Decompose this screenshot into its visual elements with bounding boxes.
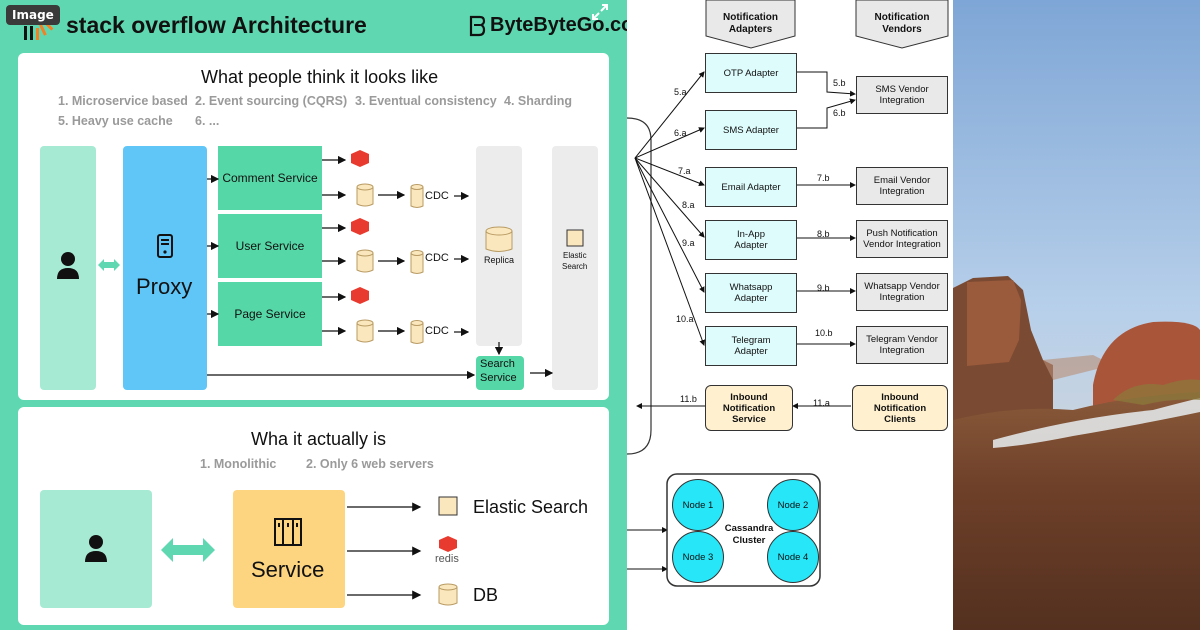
user-icon: [85, 535, 107, 562]
edge-label: 9.a: [682, 238, 695, 248]
edge-label: 7.b: [817, 173, 830, 183]
architecture-infographic: stack overflow Architecture ByteByteGo.c…: [0, 0, 627, 630]
cassandra-node: Node 2: [767, 479, 819, 531]
edge-label: 11.b: [680, 394, 697, 404]
cdc-label: CDC: [425, 190, 449, 202]
desert-landscape-image: [953, 0, 1200, 630]
edge-label: 11.a: [813, 398, 830, 408]
edge-label: 10.a: [676, 314, 694, 324]
actual-heading: Wha it actually is: [251, 429, 387, 449]
cdc-label: CDC: [425, 325, 449, 337]
actual-item: 1. Monolithic: [200, 457, 277, 471]
elastic-label: Search: [562, 262, 588, 271]
perceived-item: 6. ...: [195, 114, 220, 128]
edge-label: 9.b: [817, 283, 830, 293]
desert-photo: [953, 0, 1200, 630]
bytebytego-logo-icon: [469, 15, 486, 36]
service-label: Service: [251, 557, 325, 582]
redis-icon: [351, 150, 369, 304]
perceived-heading: What people think it looks like: [201, 67, 439, 87]
expand-icon[interactable]: [585, 0, 615, 24]
edge-label: 6.b: [833, 108, 846, 118]
page-service: Page Service: [218, 282, 322, 346]
cassandra-node: Node 4: [767, 531, 819, 583]
perceived-architecture-card: What people think it looks like 1. Micro…: [18, 53, 609, 400]
output-arrows: [347, 496, 458, 606]
search-service-block: [476, 356, 524, 390]
user-service: User Service: [218, 214, 322, 278]
otp-adapter: OTP Adapter: [705, 53, 797, 93]
cdc-label: CDC: [425, 252, 449, 264]
actual-architecture-card: Wha it actually is 1. Monolithic 2. Only…: [18, 407, 609, 625]
cassandra-node: Node 1: [672, 479, 724, 531]
edge-label: 8.a: [682, 200, 695, 210]
edge-label: 5.b: [833, 78, 846, 88]
server-icon: [157, 234, 173, 258]
replica-label: Replica: [484, 255, 515, 265]
server-rack-icon: [274, 518, 302, 546]
search-service-label: Service: [480, 372, 517, 384]
flow-arrows: [207, 150, 584, 380]
redis-label: redis: [435, 553, 459, 565]
bidirectional-arrow-icon: [98, 259, 120, 271]
bidirectional-arrow-icon: [161, 538, 215, 562]
perceived-item: 4. Sharding: [504, 94, 573, 108]
sms-adapter: SMS Adapter: [705, 110, 797, 150]
edge-label: 7.a: [678, 166, 691, 176]
perceived-item: 5. Heavy use cache: [58, 114, 173, 128]
actual-item: 2. Only 6 web servers: [306, 457, 434, 471]
edge-label: 10.b: [815, 328, 833, 338]
perceived-item: 3. Eventual consistency: [355, 94, 497, 108]
db-label: DB: [473, 585, 499, 605]
cassandra-node: Node 3: [672, 531, 724, 583]
comment-service: Comment Service: [218, 146, 322, 210]
perceived-item: 2. Event sourcing (CQRS): [195, 94, 348, 108]
perceived-item: 1. Microservice based: [58, 94, 188, 108]
user-icon: [57, 252, 79, 279]
proxy-block: [123, 146, 207, 390]
infographic-title: stack overflow Architecture: [66, 12, 367, 38]
edge-label: 8.b: [817, 229, 830, 239]
search-service-label: Search: [480, 358, 515, 370]
image-badge: Image: [6, 5, 60, 25]
proxy-label: Proxy: [136, 274, 193, 299]
edge-label: 6.a: [674, 128, 687, 138]
edge-label: 5.a: [674, 87, 687, 97]
monolith-service-block: [233, 490, 345, 608]
email-adapter: Email Adapter: [705, 167, 797, 207]
elastic-label: Elastic: [563, 251, 587, 260]
elastic-search-block: [552, 146, 598, 390]
elastic-search-label: Elastic Search: [473, 497, 589, 517]
